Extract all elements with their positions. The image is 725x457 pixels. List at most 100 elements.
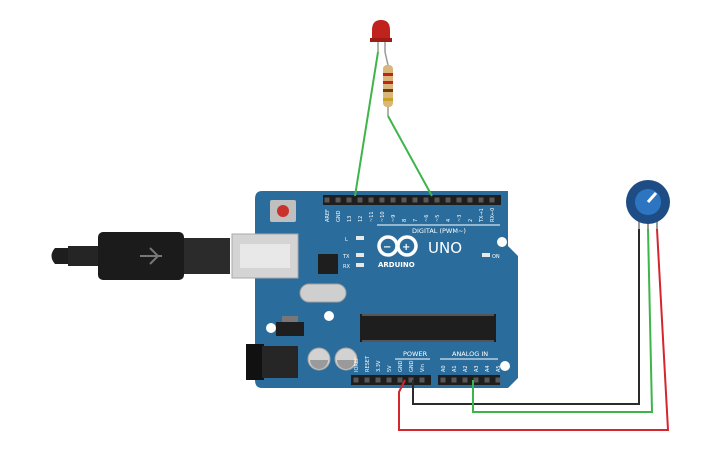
digital-pin-hole[interactable] bbox=[368, 197, 374, 203]
crystal-oscillator bbox=[299, 283, 347, 303]
digital-header bbox=[323, 195, 501, 205]
led-label-l: L bbox=[345, 237, 348, 243]
digital-pin-label: TX→1 bbox=[479, 208, 485, 223]
red-led[interactable] bbox=[370, 20, 392, 52]
on-label: ON bbox=[492, 254, 500, 260]
power-pin-holes[interactable] bbox=[353, 377, 425, 383]
analog-label: ANALOG IN bbox=[452, 350, 488, 358]
digital-pin-hole[interactable] bbox=[379, 197, 385, 203]
digital-pin-hole[interactable] bbox=[445, 197, 451, 203]
analog-pin-hole[interactable] bbox=[462, 377, 468, 383]
analog-pin-hole[interactable] bbox=[451, 377, 457, 383]
digital-pin-label: 8 bbox=[402, 219, 408, 222]
voltage-regulator bbox=[276, 316, 304, 336]
digital-pin-hole[interactable] bbox=[489, 197, 495, 203]
model-label: UNO bbox=[428, 239, 462, 257]
power-pin-hole[interactable] bbox=[419, 377, 425, 383]
power-label: POWER bbox=[403, 350, 428, 358]
digital-pin-hole[interactable] bbox=[357, 197, 363, 203]
digital-pin-hole[interactable] bbox=[324, 197, 330, 203]
digital-pin-hole[interactable] bbox=[335, 197, 341, 203]
power-pin-label: IOREF bbox=[354, 357, 360, 372]
onboard-leds: L TX RX bbox=[342, 236, 364, 270]
digital-pin-label: GND bbox=[336, 210, 342, 222]
power-pin-hole[interactable] bbox=[375, 377, 381, 383]
usb-cable[interactable] bbox=[51, 232, 231, 280]
analog-pin-hole[interactable] bbox=[473, 377, 479, 383]
wire-resistor-pin6[interactable] bbox=[387, 115, 433, 197]
power-pin-label: 5V bbox=[387, 365, 393, 372]
analog-pin-hole[interactable] bbox=[440, 377, 446, 383]
microcontroller-chip bbox=[360, 314, 496, 342]
power-pin-hole[interactable] bbox=[353, 377, 359, 383]
analog-pin-holes[interactable] bbox=[440, 377, 501, 383]
power-pin-labels: IOREF RESET 3.3V 5V GND GND Vin bbox=[354, 355, 426, 372]
digital-pin-label: ~11 bbox=[369, 211, 375, 222]
analog-pin-label: A5 bbox=[496, 365, 502, 372]
analog-pin-hole[interactable] bbox=[495, 377, 501, 383]
wire-led-pin13[interactable] bbox=[354, 51, 379, 197]
usb-symbol-icon bbox=[140, 247, 162, 265]
digital-pin-hole[interactable] bbox=[434, 197, 440, 203]
digital-label: DIGITAL (PWM~) bbox=[412, 227, 466, 235]
digital-pin-label: 13 bbox=[347, 216, 353, 222]
digital-pin-label: 12 bbox=[358, 216, 364, 222]
mounting-hole bbox=[500, 361, 510, 371]
wire-red-5v[interactable] bbox=[398, 228, 670, 431]
usb-chip bbox=[318, 254, 338, 274]
svg-text:−: − bbox=[383, 242, 391, 253]
power-pin-hole[interactable] bbox=[408, 377, 414, 383]
digital-pin-hole[interactable] bbox=[390, 197, 396, 203]
analog-pin-label: A2 bbox=[463, 365, 469, 372]
digital-pin-label: ~3 bbox=[457, 215, 463, 222]
svg-text:+: + bbox=[402, 242, 410, 253]
analog-pin-label: A1 bbox=[452, 365, 458, 372]
reset-button[interactable] bbox=[270, 200, 296, 222]
analog-header bbox=[438, 375, 500, 385]
potentiometer[interactable] bbox=[626, 180, 670, 230]
digital-pin-label: AREF bbox=[325, 209, 331, 222]
power-pin-label: Vin bbox=[420, 364, 426, 372]
mounting-hole bbox=[324, 311, 334, 321]
power-led: ON bbox=[482, 253, 500, 260]
digital-pin-hole[interactable] bbox=[467, 197, 473, 203]
capacitor bbox=[307, 347, 331, 371]
digital-pin-holes[interactable] bbox=[324, 197, 495, 203]
brand-label: ARDUINO bbox=[378, 261, 415, 269]
led-label-rx: RX bbox=[343, 264, 350, 270]
power-pin-label: 3.3V bbox=[376, 360, 382, 372]
digital-pin-hole[interactable] bbox=[346, 197, 352, 203]
analog-pin-label: A0 bbox=[441, 365, 447, 372]
power-pin-label: GND bbox=[398, 360, 404, 372]
power-pin-hole[interactable] bbox=[386, 377, 392, 383]
digital-pin-hole[interactable] bbox=[412, 197, 418, 203]
digital-pin-hole[interactable] bbox=[423, 197, 429, 203]
led-label-tx: TX bbox=[342, 254, 350, 260]
digital-pin-hole[interactable] bbox=[456, 197, 462, 203]
analog-pin-label: A3 bbox=[474, 365, 480, 372]
power-pin-label: RESET bbox=[365, 355, 371, 372]
wire-green-analog[interactable] bbox=[472, 228, 654, 413]
digital-pin-hole[interactable] bbox=[478, 197, 484, 203]
digital-pin-label: ~6 bbox=[424, 215, 430, 222]
power-pin-hole[interactable] bbox=[397, 377, 403, 383]
digital-pin-label: 2 bbox=[468, 219, 474, 222]
digital-pin-label: RX←0 bbox=[490, 208, 496, 222]
digital-pin-label: 7 bbox=[413, 219, 419, 222]
capacitor bbox=[334, 347, 358, 371]
digital-pin-label: ~9 bbox=[391, 215, 397, 222]
analog-pin-labels: A0 A1 A2 A3 A4 A5 bbox=[441, 365, 502, 372]
analog-pin-hole[interactable] bbox=[484, 377, 490, 383]
power-pin-label: GND bbox=[409, 360, 415, 372]
arduino-logo: − + bbox=[377, 235, 418, 257]
resistor[interactable] bbox=[383, 51, 393, 116]
wire-black-gnd[interactable] bbox=[412, 229, 640, 405]
digital-pin-label: 4 bbox=[446, 219, 452, 222]
analog-pin-label: A4 bbox=[485, 365, 491, 372]
power-pin-hole[interactable] bbox=[364, 377, 370, 383]
mounting-hole bbox=[266, 323, 276, 333]
digital-pin-hole[interactable] bbox=[401, 197, 407, 203]
